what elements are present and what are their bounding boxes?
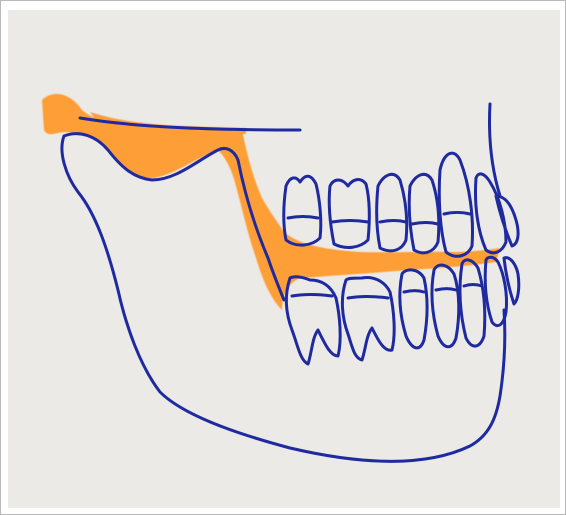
upper-premolar-2: [409, 174, 439, 252]
upper-molar-2: [329, 180, 369, 248]
highlighted-region: [42, 94, 500, 310]
lower-crown-line-3: [404, 291, 424, 293]
upper-canine: [439, 153, 472, 256]
lower-molar-2: [342, 278, 394, 360]
upper-molar-1: [284, 176, 321, 245]
lower-molar-1: [286, 277, 340, 364]
lower-crown-line-4: [436, 289, 456, 291]
lower-premolar-1: [400, 270, 427, 348]
upper-crown-line-5: [444, 213, 470, 215]
upper-premolar-1: [377, 174, 407, 250]
upper-crown-line-2: [332, 221, 368, 223]
lower-crown-line-5: [464, 285, 482, 287]
upper-crown-line-3: [380, 221, 406, 223]
upper-crown-line-1: [288, 217, 318, 219]
upper-crown-line-4: [412, 223, 438, 225]
lower-crown-line-2: [348, 297, 388, 299]
lower-premolar-2: [432, 265, 459, 347]
lower-canine: [460, 260, 485, 346]
lower-crown-line-1: [292, 295, 332, 297]
